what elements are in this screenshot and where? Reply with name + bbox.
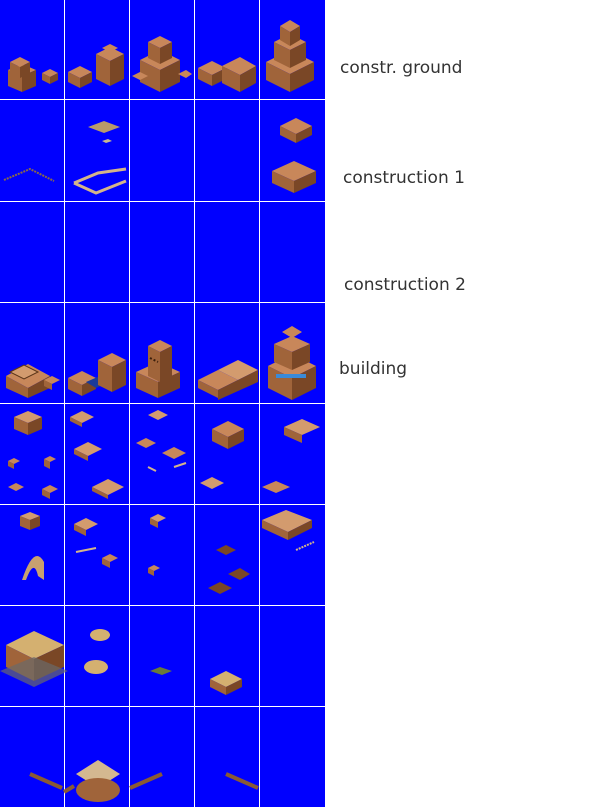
grid-row-line	[0, 504, 325, 505]
part-sprite-flat-roof	[262, 510, 315, 551]
part-sprite-cube	[148, 514, 166, 576]
wall-sprite-3	[225, 772, 259, 790]
house-sprite-small	[210, 671, 242, 695]
construction-ground-row	[8, 20, 314, 92]
scaffold-sprite-2	[73, 121, 127, 195]
part-sprite-arches	[262, 419, 320, 493]
part-sprite-slabs	[70, 411, 124, 499]
house-row	[0, 629, 242, 695]
building-sprite-1	[6, 364, 60, 398]
label-building: building	[339, 359, 408, 379]
label-construction-2: construction 2	[344, 275, 466, 295]
building-sprite-2	[68, 353, 126, 396]
grid-row-line	[0, 302, 325, 303]
grid-row-line	[0, 706, 325, 707]
building-sprite-4	[198, 360, 258, 400]
ground-sprite-2	[68, 44, 124, 88]
parts-row-1	[8, 410, 320, 499]
grid-row-line	[0, 605, 325, 606]
scaffold-sprite-1	[3, 167, 55, 182]
part-sprite-arch	[22, 556, 44, 580]
ground-sprite-3	[132, 36, 192, 92]
building-sprite-3	[136, 340, 180, 398]
building-row	[6, 326, 316, 400]
house-sprite-domes	[84, 629, 110, 674]
ground-sprite-5	[266, 20, 314, 92]
wall-row	[29, 760, 259, 802]
part-sprite-tower	[20, 512, 40, 530]
sprite-sheet	[0, 0, 325, 807]
wall-sprite-1	[29, 772, 63, 790]
part-sprite-blocks	[8, 456, 58, 499]
slab-sprite-small	[280, 118, 312, 143]
grid-row-line	[0, 99, 325, 100]
building-sprite-5	[268, 326, 316, 400]
grid-row-line	[0, 201, 325, 202]
ground-sprite-1	[8, 57, 58, 92]
part-sprite-house	[14, 411, 42, 435]
slab-sprite-large	[272, 161, 316, 193]
grid-row-line	[0, 403, 325, 404]
label-construction-1: construction 1	[343, 168, 465, 188]
part-sprite-stack	[208, 545, 250, 594]
parts-row-2	[20, 510, 315, 594]
ground-sprite-4	[198, 57, 256, 92]
label-constr-ground: constr. ground	[340, 58, 463, 78]
house-sprite-ruin	[150, 667, 172, 675]
construction-1-row	[3, 118, 316, 195]
wall-sprite-2	[129, 772, 163, 790]
part-sprite-boxes	[136, 410, 187, 472]
part-sprite-house-2	[200, 421, 244, 489]
hut-sprite	[62, 760, 120, 802]
house-sprite-large	[0, 631, 68, 687]
part-sprite-roof	[74, 518, 118, 568]
